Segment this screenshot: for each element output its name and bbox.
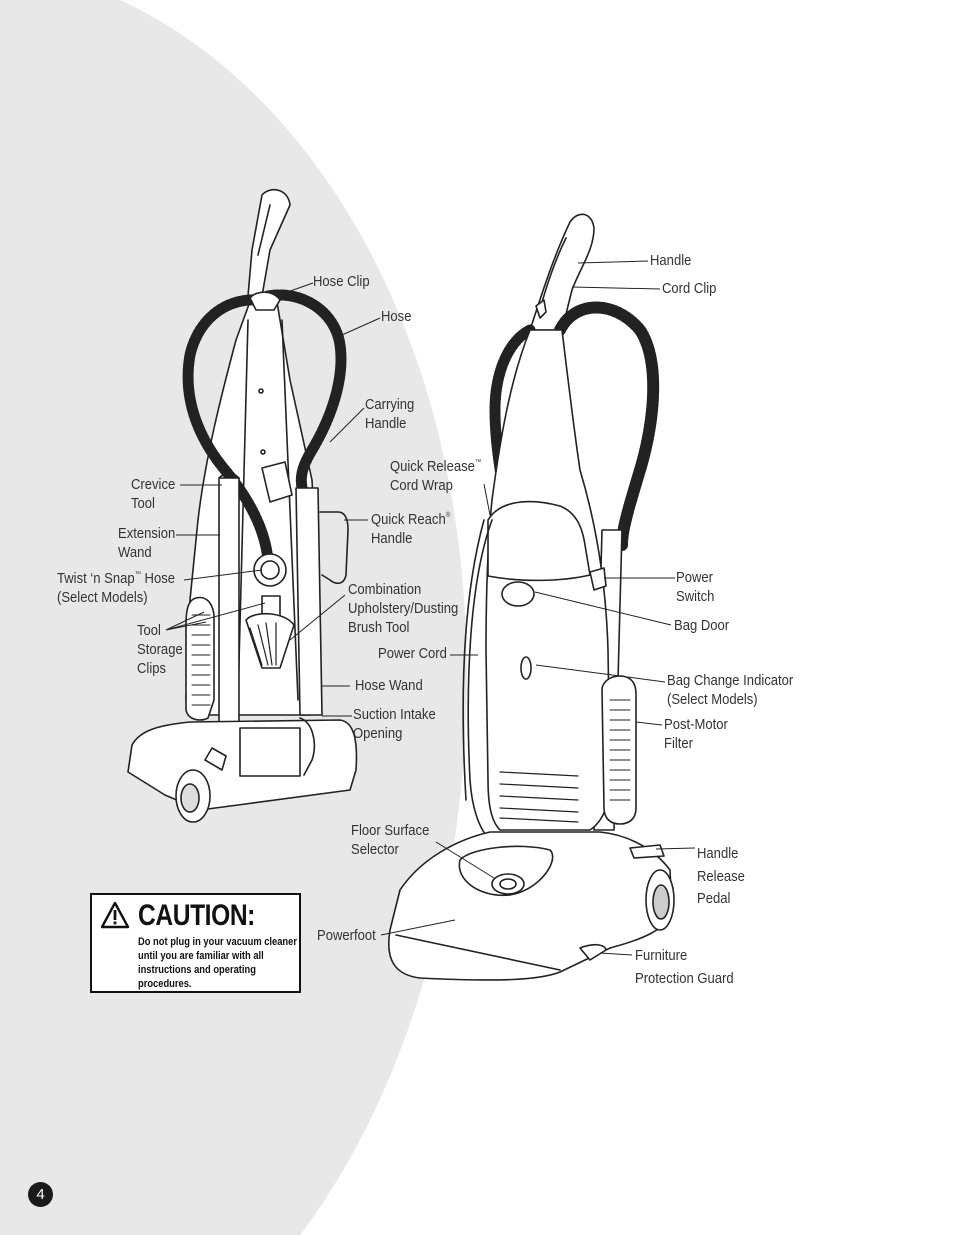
- leader-lines: [165, 260, 696, 956]
- caution-box: CAUTION: Do not plug in your vacuum clea…: [90, 893, 301, 993]
- rear-vacuum-drawing: [127, 188, 358, 823]
- label-power-cord: Power Cord: [378, 646, 447, 662]
- label-quick-reach-handle: Quick Reach® Handle: [371, 512, 451, 547]
- label-hose-wand: Hose Wand: [355, 678, 423, 694]
- label-hose: Hose: [381, 309, 412, 325]
- page-number: 4: [28, 1182, 53, 1207]
- caution-text: Do not plug in your vacuum cleaner until…: [138, 936, 297, 990]
- label-quick-release-cord-wrap: Quick Release™ Cord Wrap: [390, 459, 482, 494]
- label-powerfoot: Powerfoot: [317, 928, 376, 944]
- warning-triangle-icon: [100, 901, 130, 929]
- label-cord-clip: Cord Clip: [662, 281, 717, 297]
- label-bag-door: Bag Door: [674, 618, 730, 634]
- label-twist-n-snap-hose: Twist ‘n Snap™ Hose (Select Models): [57, 571, 176, 606]
- label-bag-change-indicator: Bag Change Indicator(Select Models): [667, 673, 794, 708]
- caution-title: CAUTION:: [138, 899, 255, 932]
- front-vacuum-drawing: [388, 213, 675, 981]
- label-hose-clip: Hose Clip: [313, 274, 370, 290]
- label-handle: Handle: [650, 253, 692, 269]
